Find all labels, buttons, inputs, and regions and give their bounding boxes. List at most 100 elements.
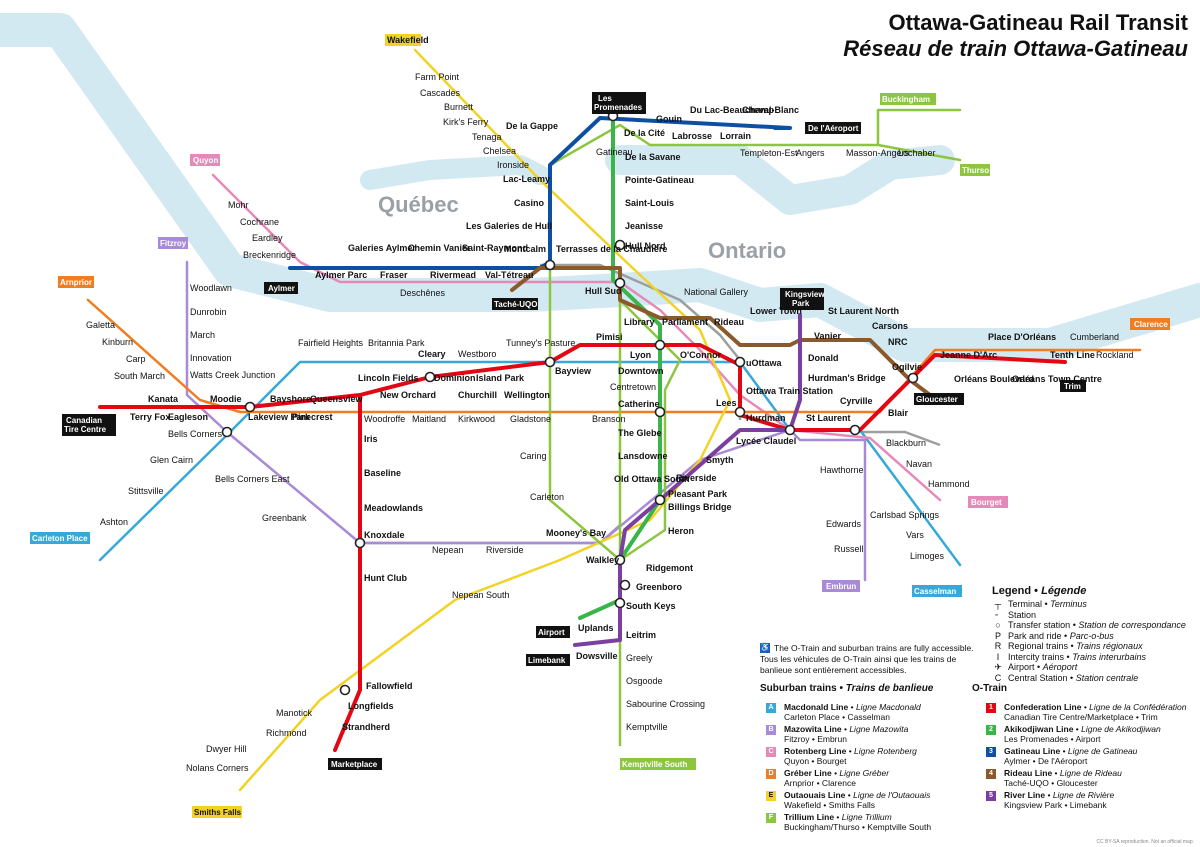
accessibility-note: ♿The O-Train and suburban trains are ful… xyxy=(760,643,974,675)
station-label: Westboro xyxy=(458,349,496,359)
station-label: Nepean South xyxy=(452,590,510,600)
station-label: Iris xyxy=(364,434,378,444)
station-label: Britannia Park xyxy=(368,338,425,348)
station-label: uOttawa xyxy=(746,358,782,368)
svg-text:Airport: Airport xyxy=(538,628,565,637)
transfer-bayview xyxy=(544,356,556,368)
station-label: Dwyer Hill xyxy=(206,744,247,754)
station-label: Labrosse xyxy=(672,131,712,141)
terminal-trim: Trim xyxy=(1060,380,1086,392)
station-label: Richmond xyxy=(266,728,307,738)
terminal-marketplace: Marketplace xyxy=(328,758,382,770)
station-label: Uplands xyxy=(578,623,614,633)
station-label: The Glebe xyxy=(618,428,662,438)
svg-text:Quyon: Quyon xyxy=(193,156,218,165)
station-label: NRC xyxy=(888,337,908,347)
station-label: Ottawa Train Station xyxy=(746,386,833,396)
station-label: Breckenridge xyxy=(243,250,296,260)
station-label: Navan xyxy=(906,459,932,469)
station-label: Hurdman xyxy=(746,413,786,423)
transfer-blair xyxy=(907,372,919,384)
svg-text:Les: Les xyxy=(598,94,612,103)
station-label: Fraser xyxy=(380,270,408,280)
region-ontario: Ontario xyxy=(708,238,786,263)
station-label: Lansdowne xyxy=(618,451,668,461)
station-label: Manotick xyxy=(276,708,313,718)
terminal-smiths-falls: Smiths Falls xyxy=(192,806,242,818)
line-confederation xyxy=(98,343,1067,752)
station-label: Limoges xyxy=(910,551,945,561)
station-label: Kemptville xyxy=(626,722,668,732)
station-label: O'Connor xyxy=(680,350,722,360)
station-label: Bells Corners xyxy=(168,429,223,439)
terminal-fitzroy: Fitzroy xyxy=(158,237,188,249)
svg-text:Trim: Trim xyxy=(1064,382,1081,391)
station-label: Maitland xyxy=(412,414,446,424)
transfer-hull-nord xyxy=(614,239,626,251)
station-label: Angers xyxy=(796,148,825,158)
station-label: Moodie xyxy=(210,394,242,404)
station-label: Lyon xyxy=(630,350,651,360)
transfer-lyon xyxy=(654,339,666,351)
station-label: Farm Point xyxy=(415,72,460,82)
station-icon: ╴ xyxy=(995,609,1001,620)
station-label: Eardley xyxy=(252,233,283,243)
station-label: Lac-Leamy xyxy=(503,174,550,184)
station-label: Eagleson xyxy=(168,412,208,422)
svg-text:Kemptville South: Kemptville South xyxy=(622,760,687,769)
terminal-clarence: Clarence xyxy=(1130,318,1170,330)
station-label: Place D'Orléans xyxy=(988,332,1056,342)
terminal-carleton-place: Carleton Place xyxy=(30,532,90,544)
station-label: Branson xyxy=(592,414,626,424)
transfer-st-laurent xyxy=(849,424,861,436)
station-label: Cleary xyxy=(418,349,446,359)
legend-title: Legend • Légende xyxy=(992,585,1087,597)
station-label: Templeton-Est xyxy=(740,148,798,158)
station-label: Mooney's Bay xyxy=(546,528,606,538)
transfer-catherine xyxy=(654,406,666,418)
station-label: Galetta xyxy=(86,320,115,330)
transfer-icon: ○ xyxy=(995,620,1001,630)
station-label: St Laurent North xyxy=(828,306,899,316)
svg-text:Fitzroy: Fitzroy xyxy=(160,239,187,248)
station-label: Osgoode xyxy=(626,676,663,686)
station-label: Aylmer Parc xyxy=(315,270,367,280)
station-label: Mohr xyxy=(228,200,249,210)
title-english: Ottawa-Gatineau Rail Transit xyxy=(888,10,1188,35)
svg-text:Marketplace: Marketplace xyxy=(331,760,378,769)
station-label: Queensview xyxy=(310,394,364,404)
station-label: Downtown xyxy=(618,366,664,376)
station-label: Gatineau xyxy=(596,147,633,157)
station-label: Bells Corners East xyxy=(215,474,290,484)
station-label: Longfields xyxy=(348,701,394,711)
station-label: Library xyxy=(624,317,655,327)
station-label: Wellington xyxy=(504,390,550,400)
transfer-lees xyxy=(734,406,746,418)
station-label: Galeries Aylmer xyxy=(348,243,416,253)
station-label: Lower Town xyxy=(750,306,802,316)
terminal-embrun: Embrun xyxy=(822,580,860,592)
line-rideau xyxy=(510,266,932,397)
station-label: De la Gappe xyxy=(506,121,558,131)
station-label: Orléans Town Centre xyxy=(1012,374,1102,384)
svg-text:Clarence: Clarence xyxy=(1134,320,1168,329)
station-label: Greenboro xyxy=(636,582,683,592)
station-label: Churchill xyxy=(458,390,497,400)
station-label: Rivermead xyxy=(430,270,476,280)
station-label: Dunrobin xyxy=(190,307,227,317)
terminal-wakefield: Wakefield xyxy=(385,34,429,46)
svg-text:Aylmer: Aylmer xyxy=(268,284,295,293)
station-label: Lincoln Fields xyxy=(358,373,419,383)
station-label: Gladstone xyxy=(510,414,551,424)
park-and-ride-icon: P xyxy=(994,630,1001,641)
station-label: Carp xyxy=(126,354,146,364)
station-label: Jeanne D'Arc xyxy=(940,350,997,360)
station-label: Lakeview Park xyxy=(248,412,311,422)
svg-text:Gloucester: Gloucester xyxy=(916,395,958,404)
station-label: Orléans Boulevard xyxy=(954,374,1034,384)
legend-symbols: ┬Terminal • Terminus ╴Station ○Transfer … xyxy=(992,599,1186,683)
station-label: Saint-Raymond xyxy=(462,243,528,253)
svg-text:Casselman: Casselman xyxy=(914,587,956,596)
